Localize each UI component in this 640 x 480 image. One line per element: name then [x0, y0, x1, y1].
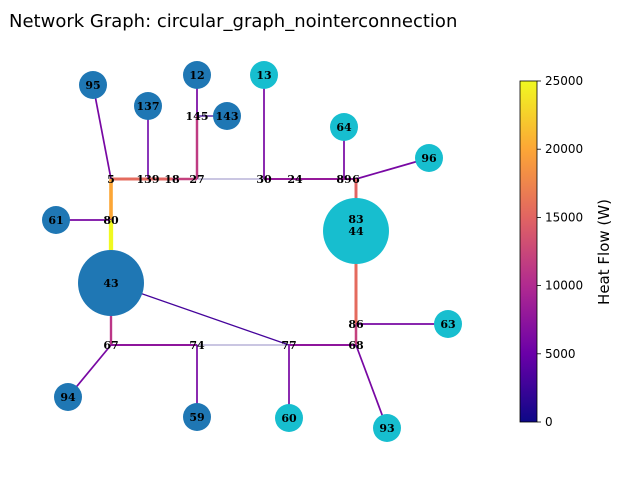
node-137 [134, 92, 162, 120]
node-59 [183, 403, 211, 431]
node-layer: 95 137 12 143 13 64 96 61 43 44 63 94 59 60 93 145 5 139 1… [42, 61, 462, 442]
node-95 [79, 71, 107, 99]
node-label-77: 77 [281, 339, 296, 352]
node-label-63: 63 [440, 318, 455, 331]
node-label-74: 74 [189, 339, 205, 352]
node-43 [78, 250, 144, 316]
node-label-80: 80 [103, 214, 119, 227]
node-94 [54, 383, 82, 411]
node-label-61: 61 [48, 214, 63, 227]
node-label-44: 44 [348, 225, 364, 238]
node-label-43: 43 [103, 277, 118, 290]
colorbar-tick-label-10000: 10000 [545, 279, 583, 293]
node-96 [415, 144, 443, 172]
graph-title: Network Graph: circular_graph_nointercon… [9, 11, 458, 32]
node-93 [373, 414, 401, 442]
colorbar-tick-label-20000: 20000 [545, 142, 583, 156]
node-label-139: 139 [137, 173, 160, 186]
node-12 [183, 61, 211, 89]
colorbar-tick-label-25000: 25000 [545, 74, 583, 88]
node-label-89: 89 [336, 173, 351, 186]
node-label-5: 5 [107, 173, 115, 186]
node-label-94: 94 [60, 391, 76, 404]
node-label-143: 143 [216, 110, 239, 123]
node-60 [275, 404, 303, 432]
edge-95-5 [92, 84, 112, 180]
node-label-60: 60 [281, 412, 297, 425]
node-64 [330, 113, 358, 141]
node-label-6: 6 [352, 173, 360, 186]
node-label-64: 64 [336, 121, 352, 134]
node-63 [434, 310, 462, 338]
node-13 [250, 61, 278, 89]
node-label-145: 145 [186, 110, 209, 123]
node-label-68: 68 [348, 339, 364, 352]
colorbar-gradient [519, 80, 538, 423]
node-label-30: 30 [256, 173, 272, 186]
node-label-93: 93 [379, 422, 394, 435]
node-label-12: 12 [189, 69, 204, 82]
colorbar-ticks: 0 5000 10000 15000 20000 25000 [537, 74, 583, 429]
node-label-86: 86 [348, 318, 364, 331]
node-label-18: 18 [164, 173, 180, 186]
colorbar-tick-label-5000: 5000 [545, 347, 576, 361]
colorbar-tick-label-0: 0 [545, 415, 553, 429]
node-label-67: 67 [103, 339, 118, 352]
node-143 [213, 102, 241, 130]
colorbar-label: Heat Flow (W) [595, 199, 613, 305]
node-label-95: 95 [85, 79, 100, 92]
node-44 [323, 198, 389, 264]
node-label-96: 96 [421, 152, 437, 165]
node-label-13: 13 [256, 69, 271, 82]
edge-68-93 [355, 344, 388, 429]
node-label-137: 137 [137, 100, 160, 113]
colorbar: 0 5000 10000 15000 20000 25000 Heat Flow (W) [519, 74, 613, 429]
node-61 [42, 206, 70, 234]
node-label-24: 24 [287, 173, 303, 186]
node-label-27: 27 [189, 173, 204, 186]
colorbar-tick-label-15000: 15000 [545, 210, 583, 224]
node-label-83: 83 [348, 213, 363, 226]
node-label-59: 59 [189, 411, 204, 424]
